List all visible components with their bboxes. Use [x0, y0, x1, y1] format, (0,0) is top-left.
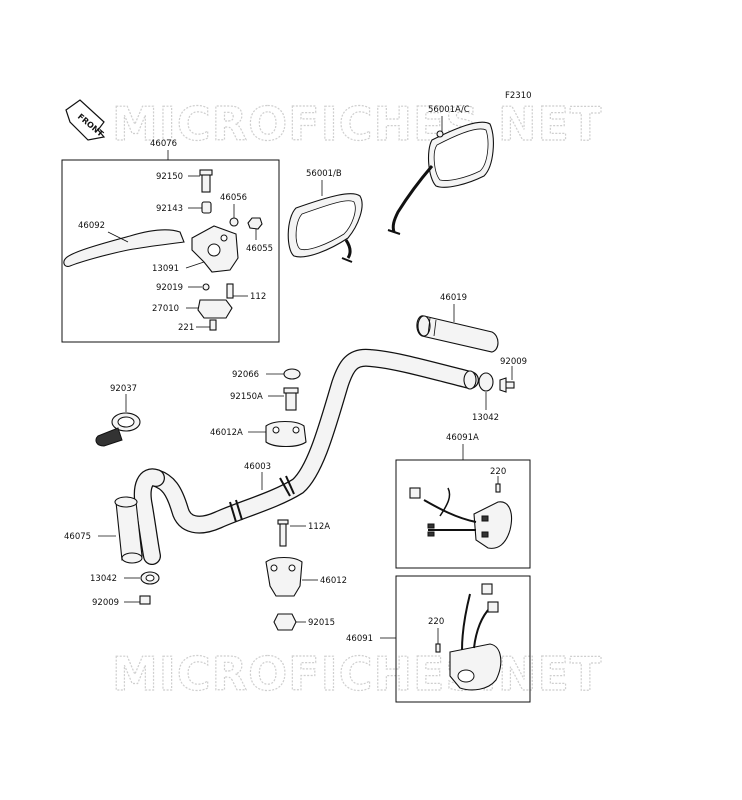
mirror-left: [287, 193, 363, 263]
label-92143: 92143: [156, 204, 183, 214]
label-46076: 46076: [150, 139, 177, 149]
left-handlebar-switch: [449, 583, 502, 691]
label-46055: 46055: [246, 244, 273, 254]
label-92015: 92015: [308, 618, 335, 628]
mirror-right: [387, 121, 494, 235]
handlebar-knurl: [229, 475, 295, 523]
diagram-code: F2310: [505, 91, 532, 101]
label-56001b: 56001/B: [306, 169, 342, 179]
lever-assembly-box: [61, 159, 280, 343]
watermark-bottom: MICROFICHES.NET: [112, 647, 602, 701]
switch-box-left: [395, 575, 531, 703]
label-46091a: 46091A: [446, 433, 479, 443]
label-46019: 46019: [440, 293, 467, 303]
label-46092: 46092: [78, 221, 105, 231]
handlebar-clamp-lower: [265, 556, 303, 597]
label-13091: 13091: [152, 264, 179, 274]
watermark-top: MICROFICHES.NET: [112, 97, 602, 151]
label-92009-right: 92009: [500, 357, 527, 367]
label-13042-right: 13042: [472, 413, 499, 423]
label-56001ac: 56001A/C: [428, 105, 470, 115]
label-46003: 46003: [244, 462, 271, 472]
label-13042-left: 13042: [90, 574, 117, 584]
handlebar-clamp-upper: [265, 420, 307, 448]
label-46012a: 46012A: [210, 428, 243, 438]
label-92066: 92066: [232, 370, 259, 380]
left-grip: [114, 496, 143, 564]
label-46075: 46075: [64, 532, 91, 542]
label-46012: 46012: [320, 576, 347, 586]
clutch-lever: [63, 229, 185, 267]
label-92019: 92019: [156, 283, 183, 293]
right-handlebar-switch: [409, 487, 513, 549]
label-220-left: 220: [428, 617, 444, 627]
label-46056: 46056: [220, 193, 247, 203]
bar-end-weight: [95, 412, 141, 447]
label-92150: 92150: [156, 172, 183, 182]
label-220-right: 220: [490, 467, 506, 477]
label-46091: 46091: [346, 634, 373, 644]
handlebar: [147, 348, 479, 534]
label-27010: 27010: [152, 304, 179, 314]
label-112a: 112A: [308, 522, 330, 532]
label-92009-left: 92009: [92, 598, 119, 608]
label-92150a: 92150A: [230, 392, 263, 402]
throttle-grip: [416, 315, 499, 353]
label-112: 112: [250, 292, 266, 302]
label-221: 221: [178, 323, 194, 333]
label-92037: 92037: [110, 384, 137, 394]
front-arrow-icon: FRONT: [65, 99, 105, 141]
bolt-right: [499, 377, 515, 393]
